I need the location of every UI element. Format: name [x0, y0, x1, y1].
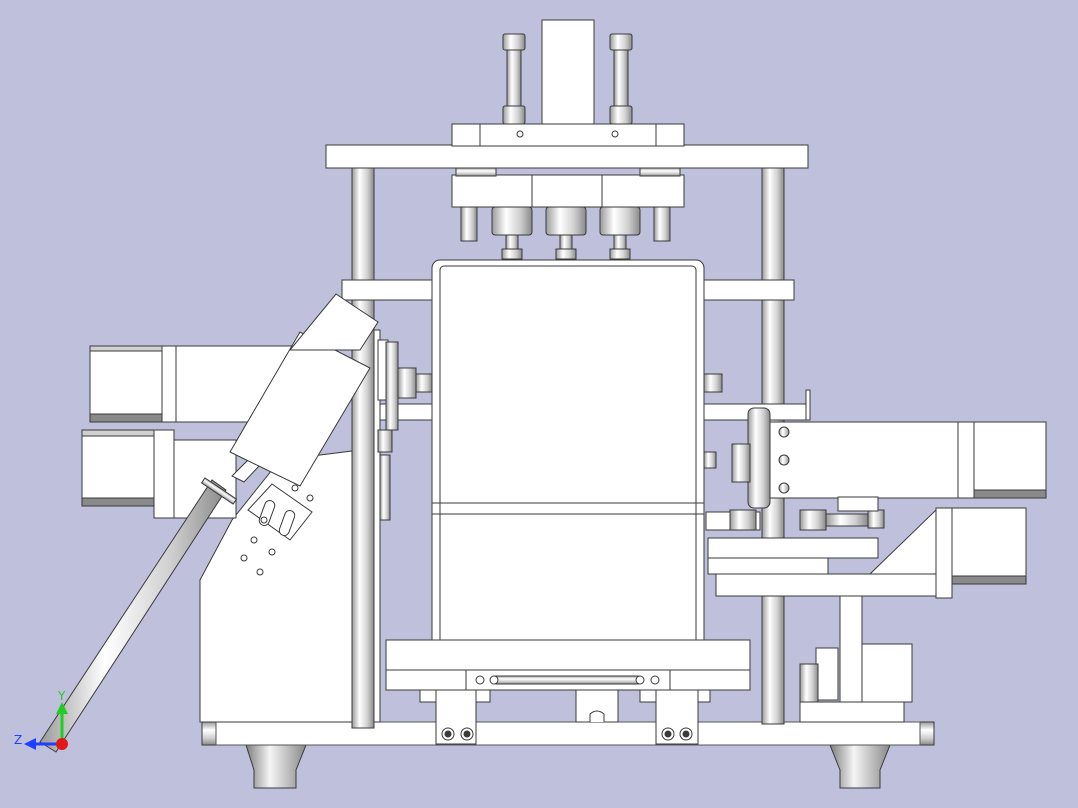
top-mount: [451, 123, 685, 147]
y-axis-arrowhead: [56, 702, 68, 714]
top-rod-left: [502, 33, 526, 125]
foot-right: [829, 744, 891, 789]
right-stand: [799, 595, 913, 723]
right-lower-slide: [705, 496, 951, 597]
left-shaft-collar: [377, 341, 433, 453]
tilted-sensor-housing: [229, 293, 379, 487]
top-rod-right: [609, 33, 633, 125]
coordinate-triad: Y Z: [14, 689, 68, 750]
roller-block-right: [655, 689, 699, 745]
y-axis-label: Y: [57, 689, 66, 703]
central-housing: [431, 259, 705, 665]
right-shaft-collar: [703, 373, 723, 469]
stepper-motor-right-upper: [731, 389, 1047, 509]
roller-block-left: [435, 689, 477, 745]
x-axis-origin: [56, 738, 68, 750]
nozzle-manifold: [451, 167, 685, 260]
stepper-motor-right-lower: [935, 507, 1027, 599]
top-plate: [325, 144, 809, 169]
z-axis-arrowhead: [24, 738, 36, 750]
z-axis-label: Z: [14, 733, 22, 747]
foot-left: [245, 744, 307, 789]
slotted-bracket: [240, 483, 314, 576]
guide-rod-left: [351, 167, 375, 729]
top-cylinder: [541, 19, 595, 125]
